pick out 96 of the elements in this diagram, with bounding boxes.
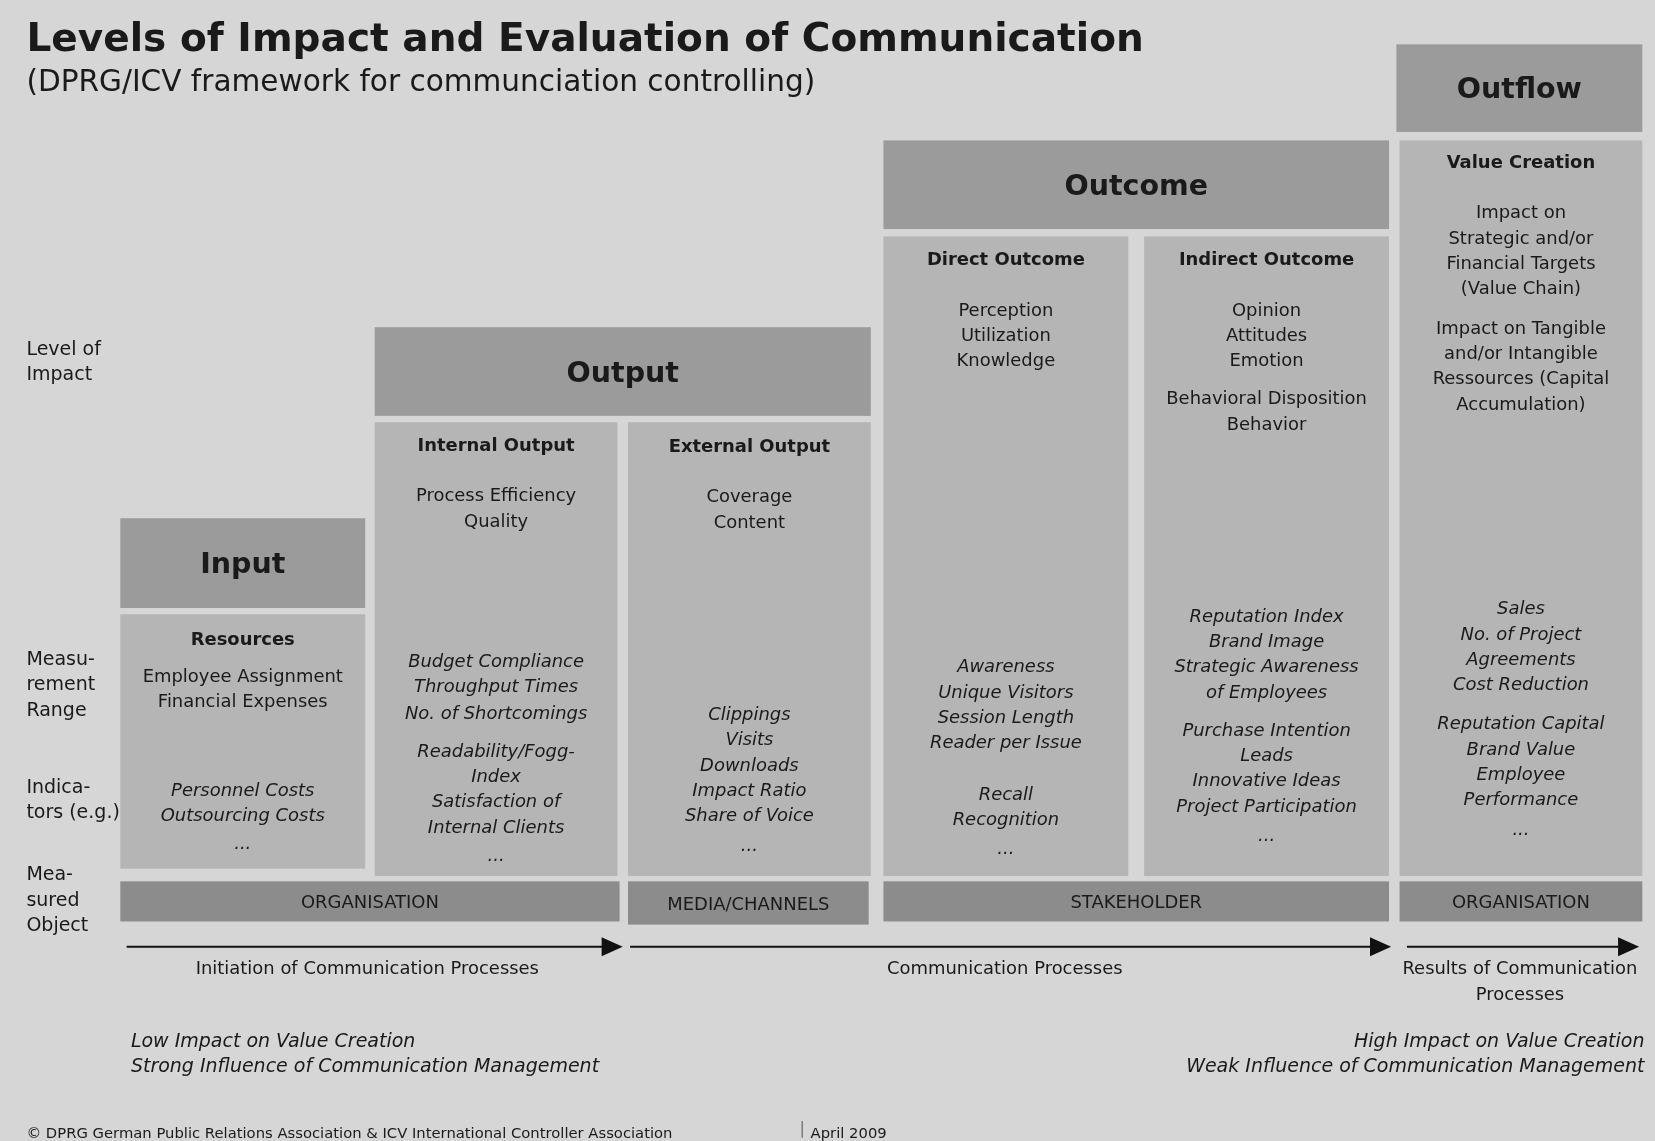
measure-text: Utilization [959, 323, 1052, 348]
date-note: April 2009 [810, 1123, 887, 1141]
process-label: Initiation of Communication Processes [194, 956, 540, 981]
row-label: Mea- sured Object [26, 861, 90, 938]
row-label: Level of Impact [26, 335, 103, 387]
copyright-note: © DPRG German Public Relations Association & ICV International Controller Association [26, 1123, 673, 1141]
indicator-text: ... [1257, 823, 1277, 848]
indicator-text: Throughput Times [413, 674, 580, 699]
indicator-text: ... [739, 832, 759, 857]
column-heading: Internal Output [416, 432, 576, 457]
level-header-text: Outflow [1456, 71, 1582, 105]
indicator-text: Reader per Issue [928, 730, 1083, 755]
category-column [374, 422, 618, 877]
indicator-text: Brand Image [1207, 629, 1326, 654]
indicator-text: Readability/Fogg-Index [416, 738, 576, 789]
measure-text: Coverage [705, 484, 794, 509]
indicator-text: Downloads [699, 752, 800, 777]
indicator-text: Recall [977, 782, 1035, 807]
indicator-text: Unique Visitors [937, 679, 1075, 704]
indicator-text: Reputation Index [1188, 603, 1345, 628]
level-header-box [374, 327, 871, 416]
measure-text: Knowledge [955, 348, 1057, 373]
measured-object-text: MEDIA/CHANNELS [667, 892, 830, 914]
category-column [1144, 236, 1389, 877]
subtitle: (DPRG/ICV framework for communciation controlling) [26, 63, 816, 99]
measured-object-text: ORGANISATION [1452, 890, 1590, 912]
indicator-text: ... [233, 830, 253, 855]
indicator-text: ... [996, 836, 1016, 861]
measure-text: Perception [957, 297, 1055, 322]
indicator-text: Impact Ratio [691, 777, 808, 803]
indicator-text: ... [486, 843, 506, 868]
category-column [628, 422, 871, 877]
indicator-text: ... [1511, 817, 1531, 842]
indicator-text: Outsourcing Costs [159, 803, 326, 828]
level-header-text: Output [566, 355, 679, 388]
column-heading: External Output [667, 433, 832, 458]
indicator-text: Purchase Intention [1181, 717, 1352, 742]
measure-text: Opinion [1230, 297, 1303, 322]
indicator-text: No. of Shortcomings [403, 700, 589, 725]
indicator-text: Recognition [951, 807, 1061, 832]
diagram-title: Levels of Impact and Evaluation of Communication [26, 14, 1144, 61]
measure-text: Content [712, 509, 787, 534]
measure-text: Behavioral Disposition [1165, 386, 1368, 411]
category-column [120, 614, 366, 869]
column-heading: Indirect Outcome [1177, 247, 1356, 272]
column-heading: Value Creation [1445, 149, 1597, 175]
measure-text: Attitudes [1225, 323, 1309, 348]
indicator-text: Leads [1239, 743, 1294, 768]
measured-object-text: STAKEHOLDER [1070, 890, 1202, 912]
indicator-text: Reputation Capital [1436, 711, 1606, 736]
indicator-text: Sales [1496, 596, 1546, 621]
indicator-text: Strategic Awareness of Employees [1173, 654, 1360, 704]
measure-text: Employee Assignment [141, 663, 344, 689]
measured-object-bar [1399, 881, 1643, 922]
indicator-text: Innovative Ideas [1191, 768, 1342, 793]
process-label: Results of Communication Processes [1401, 956, 1639, 1006]
column-heading: Resources [189, 627, 296, 652]
measure-text: Behavior [1225, 411, 1308, 436]
level-header-text: Outcome [1064, 168, 1209, 202]
row-label: Indica- tors (e.g.) [26, 773, 121, 825]
column-heading: Direct Outcome [925, 247, 1086, 272]
indicator-text: Satisfaction of Internal Clients [426, 789, 566, 839]
indicator-text: Brand Value [1465, 736, 1577, 761]
impact-note: Strong Influence of Communication Management [130, 1053, 601, 1079]
indicator-text: Employee Performance [1462, 762, 1580, 812]
row-label: Measu- rement Range [26, 646, 97, 722]
indicator-text: No. of Project Agreements [1459, 621, 1583, 672]
measured-object-bar [628, 881, 869, 925]
level-header-box [1396, 44, 1643, 132]
indicator-text: Share of Voice [683, 803, 815, 828]
impact-note: Weak Influence of Communication Management [1185, 1053, 1645, 1079]
measure-text: Impact on Strategic and/or Financial Targets (Value Chain) [1445, 200, 1597, 301]
impact-note: Low Impact on Value Creation [130, 1028, 417, 1054]
indicator-text: Project Participation [1175, 793, 1358, 818]
measure-text: Process Efficiency [415, 483, 578, 508]
measure-text: Emotion [1228, 348, 1305, 373]
indicator-text: Session Length [936, 705, 1076, 730]
indicator-text: Budget Compliance [407, 649, 585, 674]
measured-object-text: ORGANISATION [301, 890, 439, 912]
measure-text: Quality [463, 508, 530, 533]
level-header-box [120, 518, 366, 608]
indicator-text: Awareness [955, 654, 1056, 679]
level-header-text: Input [200, 546, 286, 580]
process-label: Communication Processes [886, 956, 1124, 981]
level-header-box [883, 140, 1389, 230]
indicator-text: Clippings [707, 701, 792, 727]
measure-text: Financial Expenses [156, 689, 329, 714]
measure-text: Impact on Tangible and/or Intangible Ressources (Capital Accumulation) [1431, 315, 1611, 416]
indicator-text: Visits [724, 727, 775, 752]
measured-object-bar [120, 881, 620, 922]
category-column [883, 236, 1129, 877]
impact-note: High Impact on Value Creation [1353, 1028, 1645, 1054]
indicator-text: Personnel Costs [170, 777, 316, 803]
measured-object-bar [883, 881, 1389, 922]
indicator-text: Cost Reduction [1451, 672, 1590, 697]
category-column [1399, 140, 1643, 877]
